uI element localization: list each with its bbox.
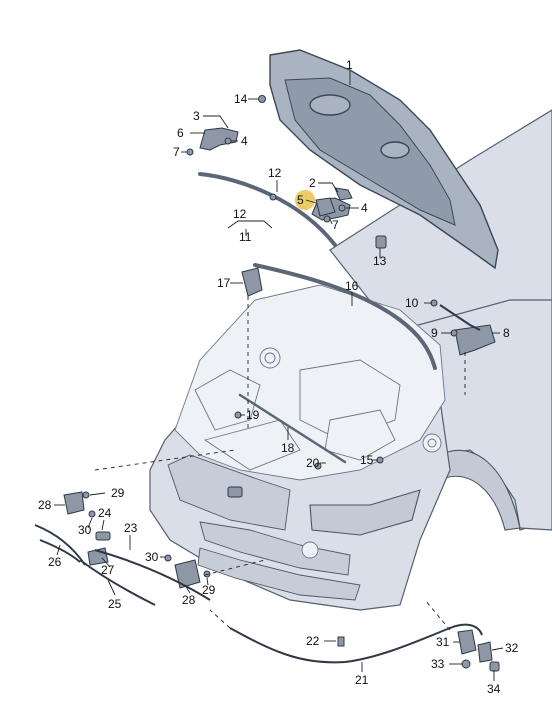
callout-30a: 30 — [78, 523, 92, 537]
callout-19: 19 — [246, 408, 260, 422]
release-cable-26 — [34, 524, 86, 566]
callout-3: 3 — [193, 109, 200, 123]
callout-30b: 30 — [145, 550, 159, 564]
part-22 — [337, 636, 345, 647]
release-cable-26b — [39, 539, 81, 563]
release-cable-25 — [79, 559, 156, 606]
callout-4b: 4 — [361, 201, 368, 215]
callout-23: 23 — [124, 521, 138, 535]
hinge-bracket-5 — [315, 197, 336, 217]
hood-hinge-small — [334, 187, 353, 201]
engine-bay — [194, 347, 442, 471]
release-cable-23 — [94, 549, 211, 601]
callout-31: 31 — [436, 635, 450, 649]
callout-24: 24 — [98, 506, 112, 520]
highlight-marker — [295, 190, 315, 210]
callout-12a: 12 — [268, 166, 282, 180]
hood-seal-strip — [198, 172, 337, 247]
fasteners — [82, 95, 458, 578]
callout-29b: 29 — [202, 583, 216, 597]
callout-4a: 4 — [241, 134, 248, 148]
callout-26: 26 — [48, 555, 62, 569]
callout-28a: 28 — [38, 498, 52, 512]
bulkhead-seal — [253, 263, 437, 370]
hood-lock-wire — [439, 304, 481, 331]
callout-32: 32 — [505, 641, 519, 655]
callout-21: 21 — [355, 673, 369, 687]
callout-20: 20 — [306, 456, 320, 470]
callout-15: 15 — [360, 453, 374, 467]
callout-28b: 28 — [182, 593, 196, 607]
part-13 — [375, 235, 387, 249]
handle-31 — [457, 629, 477, 655]
part-34 — [489, 661, 500, 672]
callout-17: 17 — [217, 276, 231, 290]
callout-34: 34 — [487, 682, 501, 696]
callout-13: 13 — [373, 254, 387, 268]
latch-right — [174, 559, 201, 589]
callout-16: 16 — [345, 279, 359, 293]
release-cable-21 — [229, 623, 483, 664]
callout-29a: 29 — [111, 486, 125, 500]
hood-hinge-left — [199, 127, 239, 151]
hood-lock-bracket — [454, 324, 496, 356]
callout-18: 18 — [281, 441, 295, 455]
callout-6: 6 — [177, 126, 184, 140]
callout-14: 14 — [234, 92, 248, 106]
hood-prop-rod — [238, 393, 347, 464]
callout-25: 25 — [108, 597, 122, 611]
callout-33: 33 — [431, 657, 445, 671]
callout-2: 2 — [309, 176, 316, 190]
fog-light — [301, 541, 319, 559]
part-32 — [477, 641, 493, 663]
latch-left — [63, 491, 85, 515]
front-grille — [167, 454, 361, 601]
callout-7b: 7 — [332, 218, 339, 232]
callout-5: 5 — [297, 193, 304, 207]
callout-7a: 7 — [173, 145, 180, 159]
headlight — [309, 489, 421, 536]
part-17-bracket — [241, 267, 263, 297]
callout-8: 8 — [503, 326, 510, 340]
callout-1: 1 — [346, 58, 353, 72]
callout-10: 10 — [405, 296, 419, 310]
callout-11: 11 — [239, 230, 252, 244]
callout-9: 9 — [431, 326, 438, 340]
part-33 — [461, 659, 471, 669]
callout-labels: 1 2 3 4 4 5 6 7 7 8 9 10 11 12 12 13 14 … — [38, 58, 519, 696]
part-24 — [95, 531, 111, 541]
dashed-guides — [94, 296, 466, 631]
callout-27: 27 — [101, 563, 115, 577]
hood-panel — [269, 49, 499, 270]
leader-lines — [54, 71, 504, 681]
callout-12b: 12 — [233, 207, 247, 221]
callout-22: 22 — [306, 634, 320, 648]
